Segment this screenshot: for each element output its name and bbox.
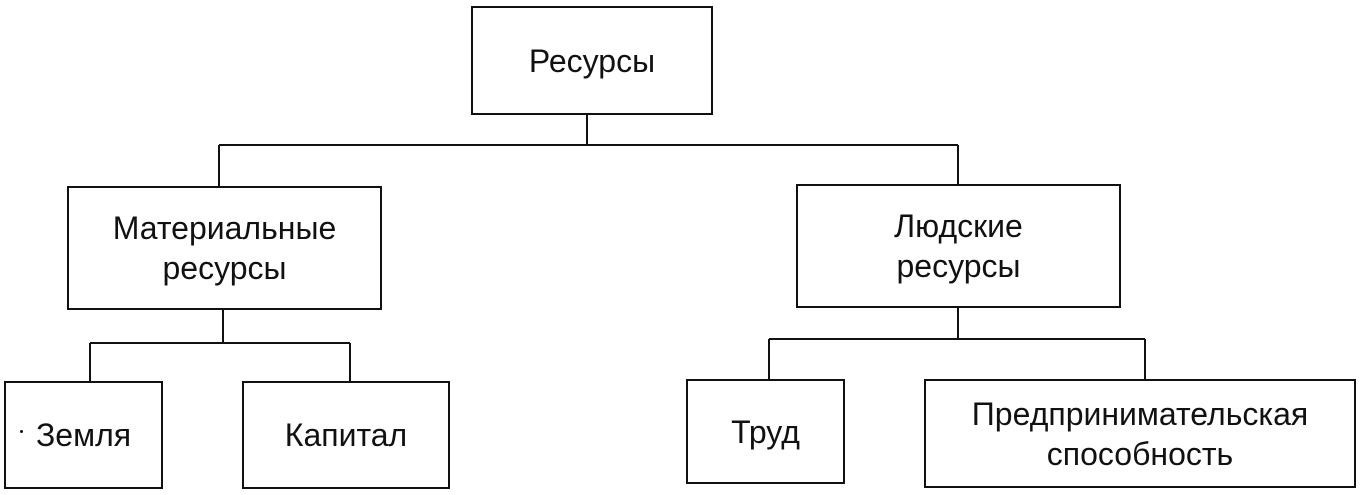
node-capital: Капитал bbox=[242, 381, 450, 489]
node-land-label: Земля bbox=[35, 417, 132, 453]
scan-speck bbox=[20, 430, 23, 433]
node-entrepreneurship: Предпринимательская способность bbox=[924, 379, 1356, 488]
node-human-resources-label: Людские ресурсы bbox=[894, 208, 1023, 284]
node-resources-label: Ресурсы bbox=[528, 42, 656, 79]
node-land: Земля bbox=[4, 381, 163, 489]
node-human-resources: Людские ресурсы bbox=[796, 184, 1121, 308]
node-entrepreneurship-label: Предпринимательская способность bbox=[971, 395, 1309, 472]
node-capital-label: Капитал bbox=[284, 417, 408, 453]
node-material-resources-label: Материальные ресурсы bbox=[112, 210, 337, 286]
node-labour-label: Труд bbox=[731, 413, 800, 450]
node-material-resources: Материальные ресурсы bbox=[67, 186, 382, 310]
node-resources: Ресурсы bbox=[471, 6, 713, 115]
node-labour: Труд bbox=[686, 379, 845, 484]
